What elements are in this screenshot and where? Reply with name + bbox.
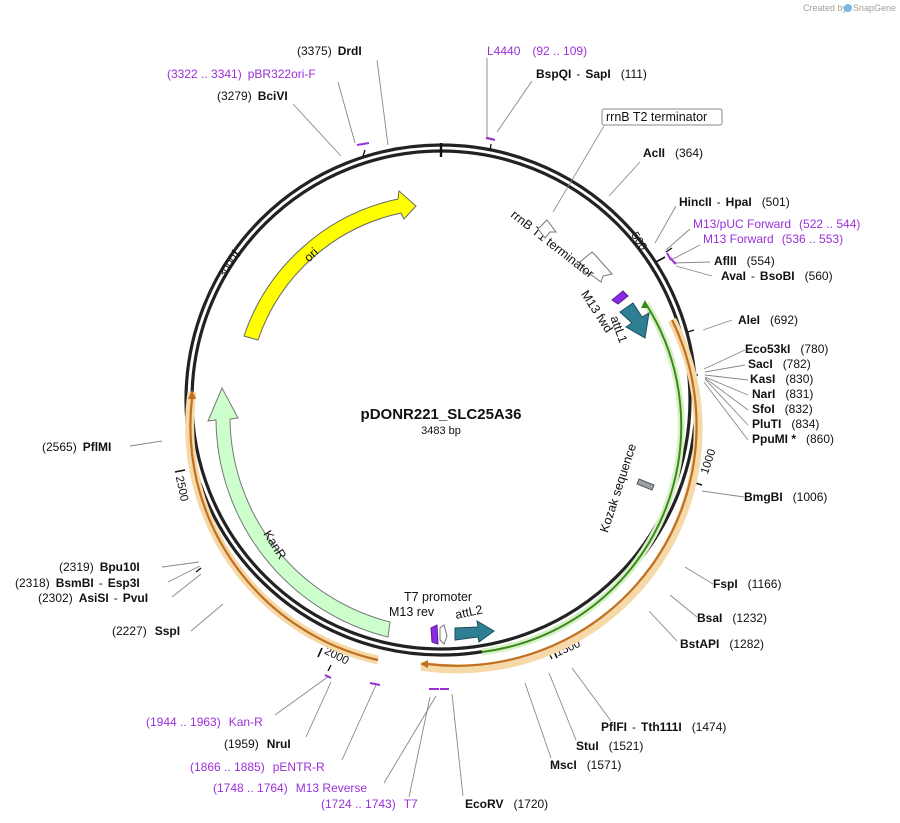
orange-line-left — [189, 397, 379, 662]
label-stui: StuI(1521) — [576, 739, 643, 753]
green-line — [481, 303, 683, 653]
label-sspi: (2227)SspI — [112, 624, 180, 638]
rrnb-t1-label: rrnB T1 terminator — [508, 207, 596, 280]
label-aflii: AflII(554) — [714, 254, 775, 268]
label-bcivi: (3279)BciVI — [217, 89, 288, 103]
primer-marks — [324, 137, 677, 690]
t7prom-label: T7 promoter — [404, 590, 472, 604]
label-bmgbi: BmgBI(1006) — [744, 490, 827, 504]
label-kan-r: (1944 .. 1963)Kan-R — [146, 715, 263, 729]
kozak-label: Kozak sequence — [597, 442, 639, 534]
label-fspi: FspI(1166) — [713, 577, 781, 591]
label-bstapi: BstAPI(1282) — [680, 637, 764, 651]
svg-text:1000: 1000 — [699, 448, 718, 476]
label-ppumi: PpuMI *(860) — [752, 432, 834, 446]
label-pflmi: (2565)PflMI — [42, 440, 111, 454]
feature-ori: ori — [243, 189, 417, 341]
feature-rrnb-t1: rrnB T1 terminator — [508, 207, 613, 283]
label-hincii: HincII-HpaI(501) — [679, 195, 790, 209]
kozak-marker — [636, 478, 655, 491]
attl2-arrow — [454, 620, 495, 643]
label-pbr322ori-f: (3322 .. 3341)pBR322ori-F — [167, 67, 316, 81]
label-ecorv: EcoRV(1720) — [465, 797, 548, 811]
label-nrui: (1959)NruI — [224, 737, 291, 751]
label-alei: AleI(692) — [738, 313, 798, 327]
rrnb-t2-arrow — [537, 219, 557, 239]
label-saci: SacI(782) — [748, 357, 811, 371]
site-labels: (3375)DrdI (3322 .. 3341)pBR322ori-F (32… — [15, 44, 860, 811]
map-title: pDONR221_SLC25A36 3483 bp — [361, 406, 522, 437]
label-sfoi: SfoI(832) — [752, 402, 813, 416]
attl1-arrow — [619, 302, 650, 339]
label-l4440: L4440(92 .. 109) — [487, 44, 587, 58]
label-nari: NarI(831) — [752, 387, 813, 401]
tick-3000: 3000 — [217, 249, 241, 280]
label-m13puc-forward: M13/pUC Forward(522 .. 544) — [693, 217, 860, 231]
rrnb-t2-label: rrnB T2 terminator — [606, 110, 707, 124]
attl2-label: attL2 — [454, 602, 484, 621]
plasmid-size: 3483 bp — [421, 425, 461, 437]
label-kasi: KasI(830) — [750, 372, 813, 386]
green-highlight — [481, 302, 685, 656]
label-m13-forward: M13 Forward(536 .. 553) — [703, 232, 843, 246]
t7prom-arrow — [439, 624, 448, 645]
green-arrowhead — [641, 300, 649, 308]
label-pentr-r: (1866 .. 1885)pENTR-R — [190, 760, 325, 774]
m13rev-label: M13 rev — [389, 605, 435, 619]
feature-kanr: KanR — [207, 386, 391, 638]
kanr-arrow — [207, 386, 391, 638]
feature-t7prom: T7 promoter — [404, 590, 472, 645]
feature-kozak: Kozak sequence — [597, 442, 655, 534]
label-bsai: BsaI(1232) — [697, 611, 767, 625]
ori-arrow — [243, 189, 417, 341]
m13fwd-arrow — [611, 290, 629, 305]
label-drdi: (3375)DrdI — [297, 44, 362, 58]
orange-arrowhead-right — [420, 660, 428, 668]
feature-attl2: attL2 — [454, 602, 495, 643]
credit-brand: SnapGene — [853, 3, 896, 13]
label-pluti: PluTI(834) — [752, 417, 819, 431]
feature-rrnb-t2: rrnB T2 terminator — [537, 108, 723, 239]
plasmid-name: pDONR221_SLC25A36 — [361, 406, 522, 423]
label-m13-reverse: (1748 .. 1764)M13 Reverse — [213, 781, 367, 795]
feature-m13rev: M13 rev — [389, 605, 439, 645]
orange-arrowhead-left — [188, 390, 196, 399]
label-acli: AclI(364) — [643, 146, 703, 160]
label-avai: AvaI-BsoBI(560) — [721, 269, 833, 283]
credit: Created by SnapGene — [803, 3, 896, 13]
label-asisi: (2302)AsiSI-PvuI — [38, 591, 148, 605]
rrnb-t1-arrow — [579, 251, 613, 283]
rrnb-t2-box — [601, 108, 723, 126]
snapgene-logo-icon — [844, 4, 852, 12]
label-bsmbi: (2318)BsmBI-Esp3I — [15, 576, 140, 590]
label-eco53ki: Eco53kI(780) — [745, 342, 828, 356]
svg-text:2500: 2500 — [173, 475, 190, 503]
backbone-inner — [190, 149, 692, 651]
label-bspqi: BspQI-SapI(111) — [536, 67, 647, 81]
label-bpu10i: (2319)Bpu10I — [59, 560, 140, 574]
m13rev-arrow — [430, 624, 439, 645]
orange-line-right — [426, 319, 698, 667]
tick-2500: 2500 — [173, 469, 190, 503]
label-msci: MscI(1571) — [550, 758, 621, 772]
rrnb-t2-leader — [552, 125, 605, 213]
label-pflfi: PflFI-Tth111I(1474) — [601, 720, 726, 734]
label-t7: (1724 .. 1743)T7 — [321, 797, 418, 811]
credit-prefix: Created by — [803, 3, 848, 13]
m13fwd-label: M13 fwd — [578, 288, 615, 335]
features: ori KanR attL1 attL2 rrnB T1 ter — [185, 108, 723, 674]
